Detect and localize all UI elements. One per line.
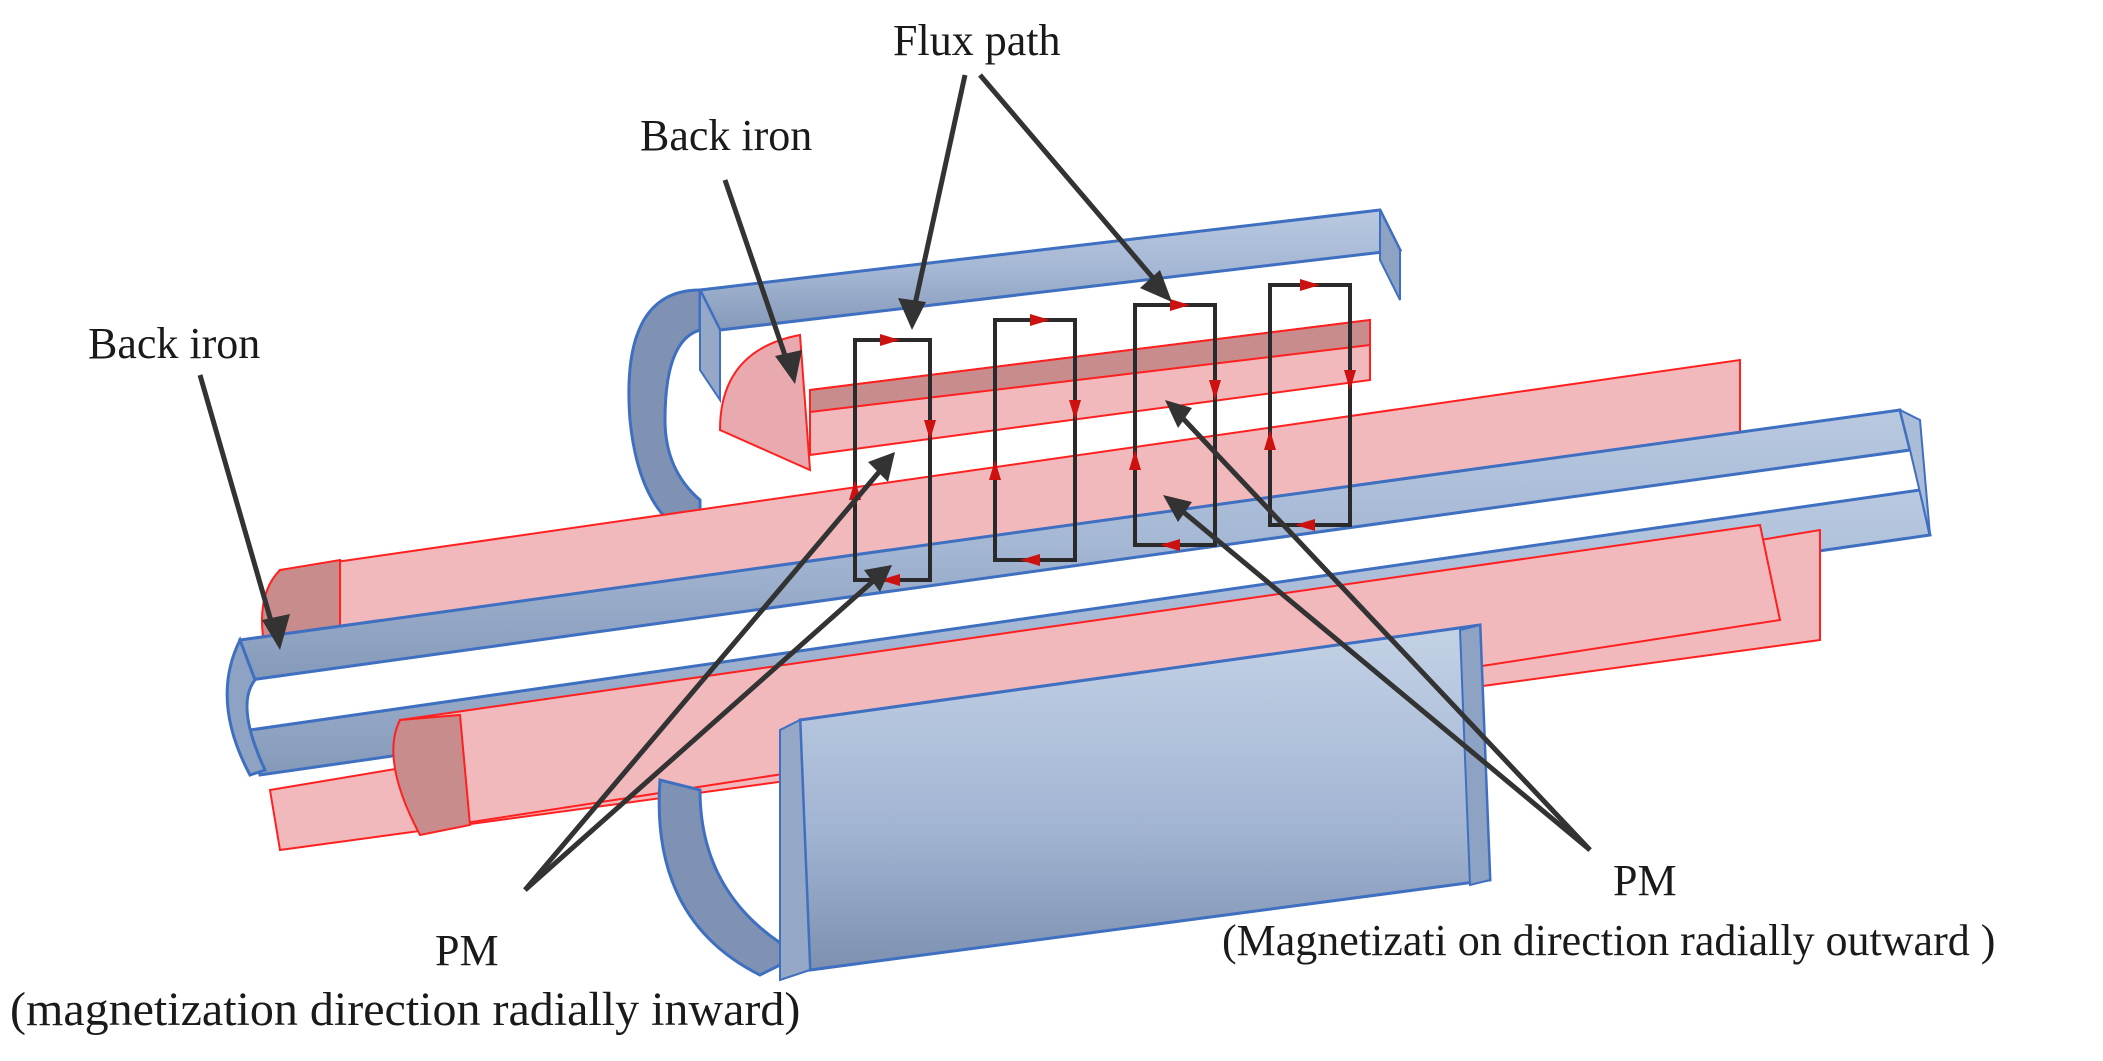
- pm-right-description: (Magnetizati on direction radially outwa…: [1222, 916, 1995, 965]
- flux-path-loops: [849, 279, 1356, 586]
- pm-left-title: PM: [435, 926, 499, 975]
- outer-back-iron-upper: [627, 208, 1403, 543]
- pointer-arrows: [197, 73, 1592, 892]
- back-iron-left-label: Back iron: [88, 319, 260, 368]
- pointer-arrow-icon: [868, 452, 895, 482]
- pointer-arrow-icon: [1140, 270, 1172, 302]
- pointer-arrow-icon: [775, 350, 802, 384]
- flux-direction-arrows: [849, 279, 1356, 586]
- back-iron-top-label: Back iron: [640, 111, 812, 160]
- pointer-arrow-icon: [262, 614, 290, 650]
- pointer-arrow-icon: [1165, 400, 1192, 428]
- outer-pm-ring-upper: [718, 318, 1371, 472]
- pointer-arrow-icon: [864, 565, 892, 592]
- pointer-arrow-icon: [1163, 495, 1192, 522]
- flux-path-label: Flux path: [893, 16, 1060, 65]
- pm-left-description: (magnetization direction radially inward…: [10, 983, 800, 1036]
- pm-right-title: PM: [1613, 856, 1677, 905]
- pointer-arrow-icon: [898, 298, 926, 330]
